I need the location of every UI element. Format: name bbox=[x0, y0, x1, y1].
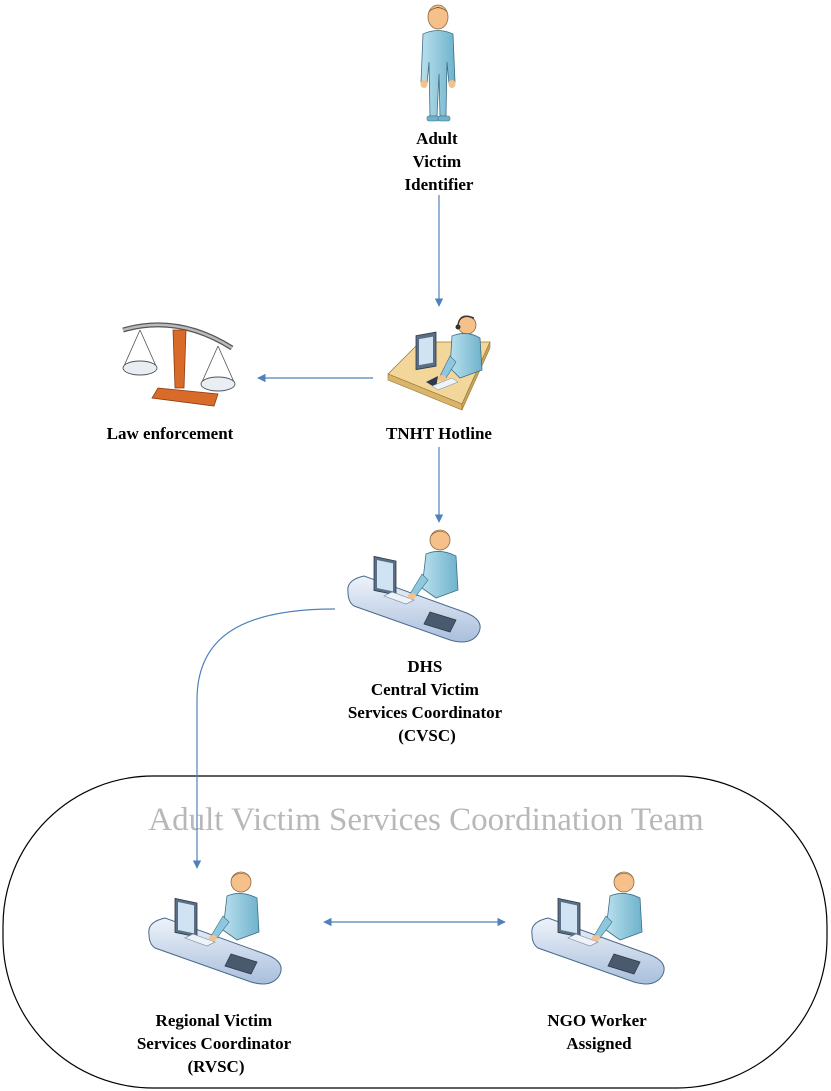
label-tnht-hotline: TNHT Hotline bbox=[386, 424, 492, 443]
computer-workstation-icon bbox=[148, 871, 282, 985]
label-line: Services Coordinator bbox=[348, 703, 503, 722]
label-line: DHS bbox=[407, 657, 442, 676]
label-rvsc: Regional Victim Services Coordinator (RV… bbox=[137, 1011, 295, 1076]
label-line: Regional Victim bbox=[156, 1011, 273, 1030]
node-law-enforcement: Law enforcement bbox=[107, 322, 236, 443]
label-line: Services Coordinator bbox=[137, 1034, 292, 1053]
label-line: Assigned bbox=[566, 1034, 632, 1053]
computer-workstation-icon bbox=[347, 529, 481, 643]
label-line: (CVSC) bbox=[398, 726, 456, 745]
label-ngo-worker: NGO Worker Assigned bbox=[547, 1011, 650, 1053]
team-title: Adult Victim Services Coordination Team bbox=[148, 802, 704, 838]
label-cvsc: DHS Central Victim Services Coordinator … bbox=[348, 657, 506, 745]
label-line: NGO Worker bbox=[547, 1011, 647, 1030]
computer-workstation-icon bbox=[531, 871, 665, 985]
phone-operator-workstation-icon bbox=[387, 315, 491, 411]
label-adult-victim-identifier: Adult Victim Identifier bbox=[405, 129, 474, 194]
coordination-team-container: Adult Victim Services Coordination Team bbox=[2, 775, 828, 1089]
team-boundary bbox=[2, 775, 828, 1089]
node-ngo-worker: NGO Worker Assigned bbox=[531, 871, 665, 1053]
label-line: Law enforcement bbox=[107, 424, 234, 443]
node-tnht-hotline: TNHT Hotline bbox=[386, 315, 492, 443]
edges bbox=[192, 195, 506, 927]
label-line: (RVSC) bbox=[187, 1057, 244, 1076]
node-rvsc: Regional Victim Services Coordinator (RV… bbox=[137, 871, 295, 1076]
label-line: Identifier bbox=[405, 175, 474, 194]
label-line: Victim bbox=[413, 152, 461, 171]
edge-cvsc-to-rvsc bbox=[192, 608, 336, 869]
node-adult-victim-identifier: Adult Victim Identifier bbox=[405, 4, 474, 194]
standing-person-icon bbox=[420, 4, 456, 122]
label-line: Adult bbox=[416, 129, 458, 148]
label-line: Central Victim bbox=[371, 680, 479, 699]
scales-of-justice-icon bbox=[122, 322, 236, 407]
node-cvsc: DHS Central Victim Services Coordinator … bbox=[347, 529, 506, 745]
label-line: TNHT Hotline bbox=[386, 424, 492, 443]
label-law-enforcement: Law enforcement bbox=[107, 424, 234, 443]
